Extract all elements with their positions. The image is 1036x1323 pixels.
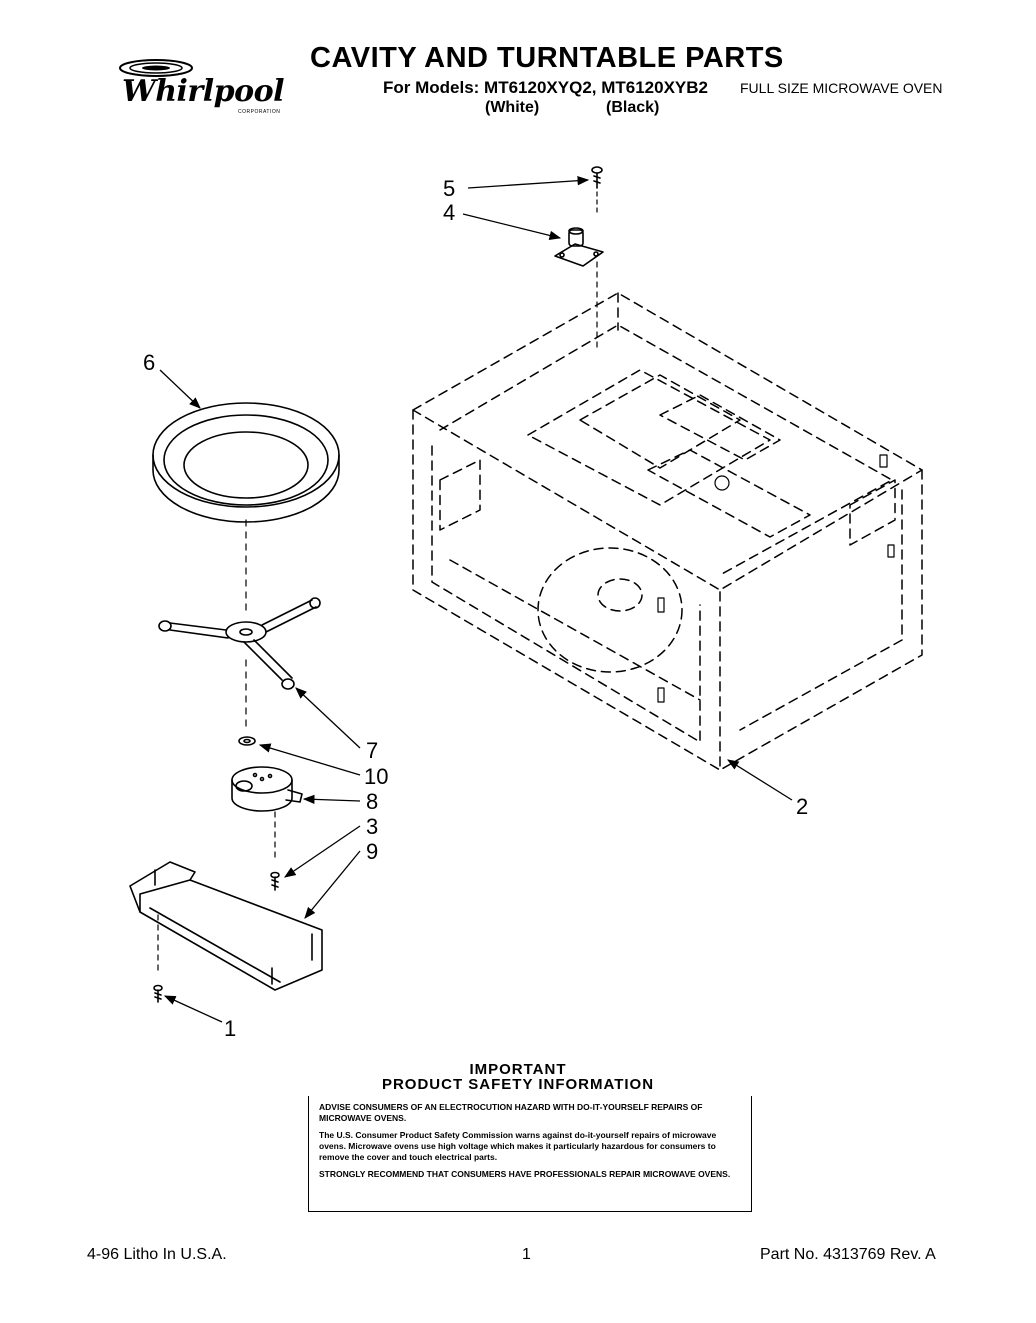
notice-paragraph-1: ADVISE CONSUMERS OF AN ELECTROCUTION HAZ… — [319, 1102, 703, 1123]
notice-paragraph-3: STRONGLY RECOMMEND THAT CONSUMERS HAVE P… — [319, 1169, 731, 1179]
part-2-oven-cavity — [412, 292, 923, 771]
whirlpool-logo: Whirlpool CORPORATION — [108, 52, 286, 124]
footer-page-number: 1 — [522, 1246, 531, 1263]
models-line: For Models: MT6120XYQ2, MT6120XYB2 — [383, 78, 708, 97]
part-4-thermal-cutout — [554, 227, 604, 267]
callout-2: 2 — [796, 794, 808, 819]
part-10-coupler — [238, 736, 256, 746]
part-3-screw — [270, 871, 280, 891]
color-white-label: (White) — [485, 99, 540, 116]
part-1-screw — [153, 984, 163, 1003]
safety-notice-box: ADVISE CONSUMERS OF AN ELECTROCUTION HAZ… — [308, 1096, 752, 1212]
important-heading: IMPORTANT — [469, 1061, 567, 1078]
logo-swirl-icon — [119, 59, 193, 77]
page-title: CAVITY AND TURNTABLE PARTS — [310, 42, 784, 74]
leader-lines — [159, 176, 793, 1023]
color-black-label: (Black) — [606, 99, 660, 116]
callout-6: 6 — [143, 350, 155, 375]
callout-3: 3 — [366, 814, 378, 839]
callout-8: 8 — [366, 789, 378, 814]
callout-4: 4 — [443, 200, 455, 225]
callout-7: 7 — [366, 738, 378, 763]
callout-9: 9 — [366, 839, 378, 864]
footer-part-number: Part No. 4313769 Rev. A — [760, 1246, 936, 1263]
part-7-roller-guide — [158, 597, 321, 690]
safety-heading: PRODUCT SAFETY INFORMATION — [381, 1076, 655, 1093]
part-8-turntable-motor — [231, 766, 303, 812]
notice-paragraph-2: The U.S. Consumer Product Safety Commiss… — [319, 1130, 717, 1162]
brand-name: Whirlpool — [122, 74, 285, 109]
product-subtitle: FULL SIZE MICROWAVE OVEN — [740, 80, 943, 96]
part-6-glass-tray — [152, 402, 340, 523]
callout-10: 10 — [364, 764, 388, 789]
callout-1: 1 — [224, 1016, 236, 1041]
part-5-screw — [591, 166, 603, 189]
footer-litho: 4-96 Litho In U.S.A. — [87, 1246, 227, 1263]
callout-labels: 5 4 6 7 10 8 3 9 1 2 — [143, 176, 808, 1041]
brand-subtitle: CORPORATION — [238, 109, 281, 115]
part-9-motor-cover — [129, 861, 323, 991]
callout-5: 5 — [443, 176, 455, 201]
